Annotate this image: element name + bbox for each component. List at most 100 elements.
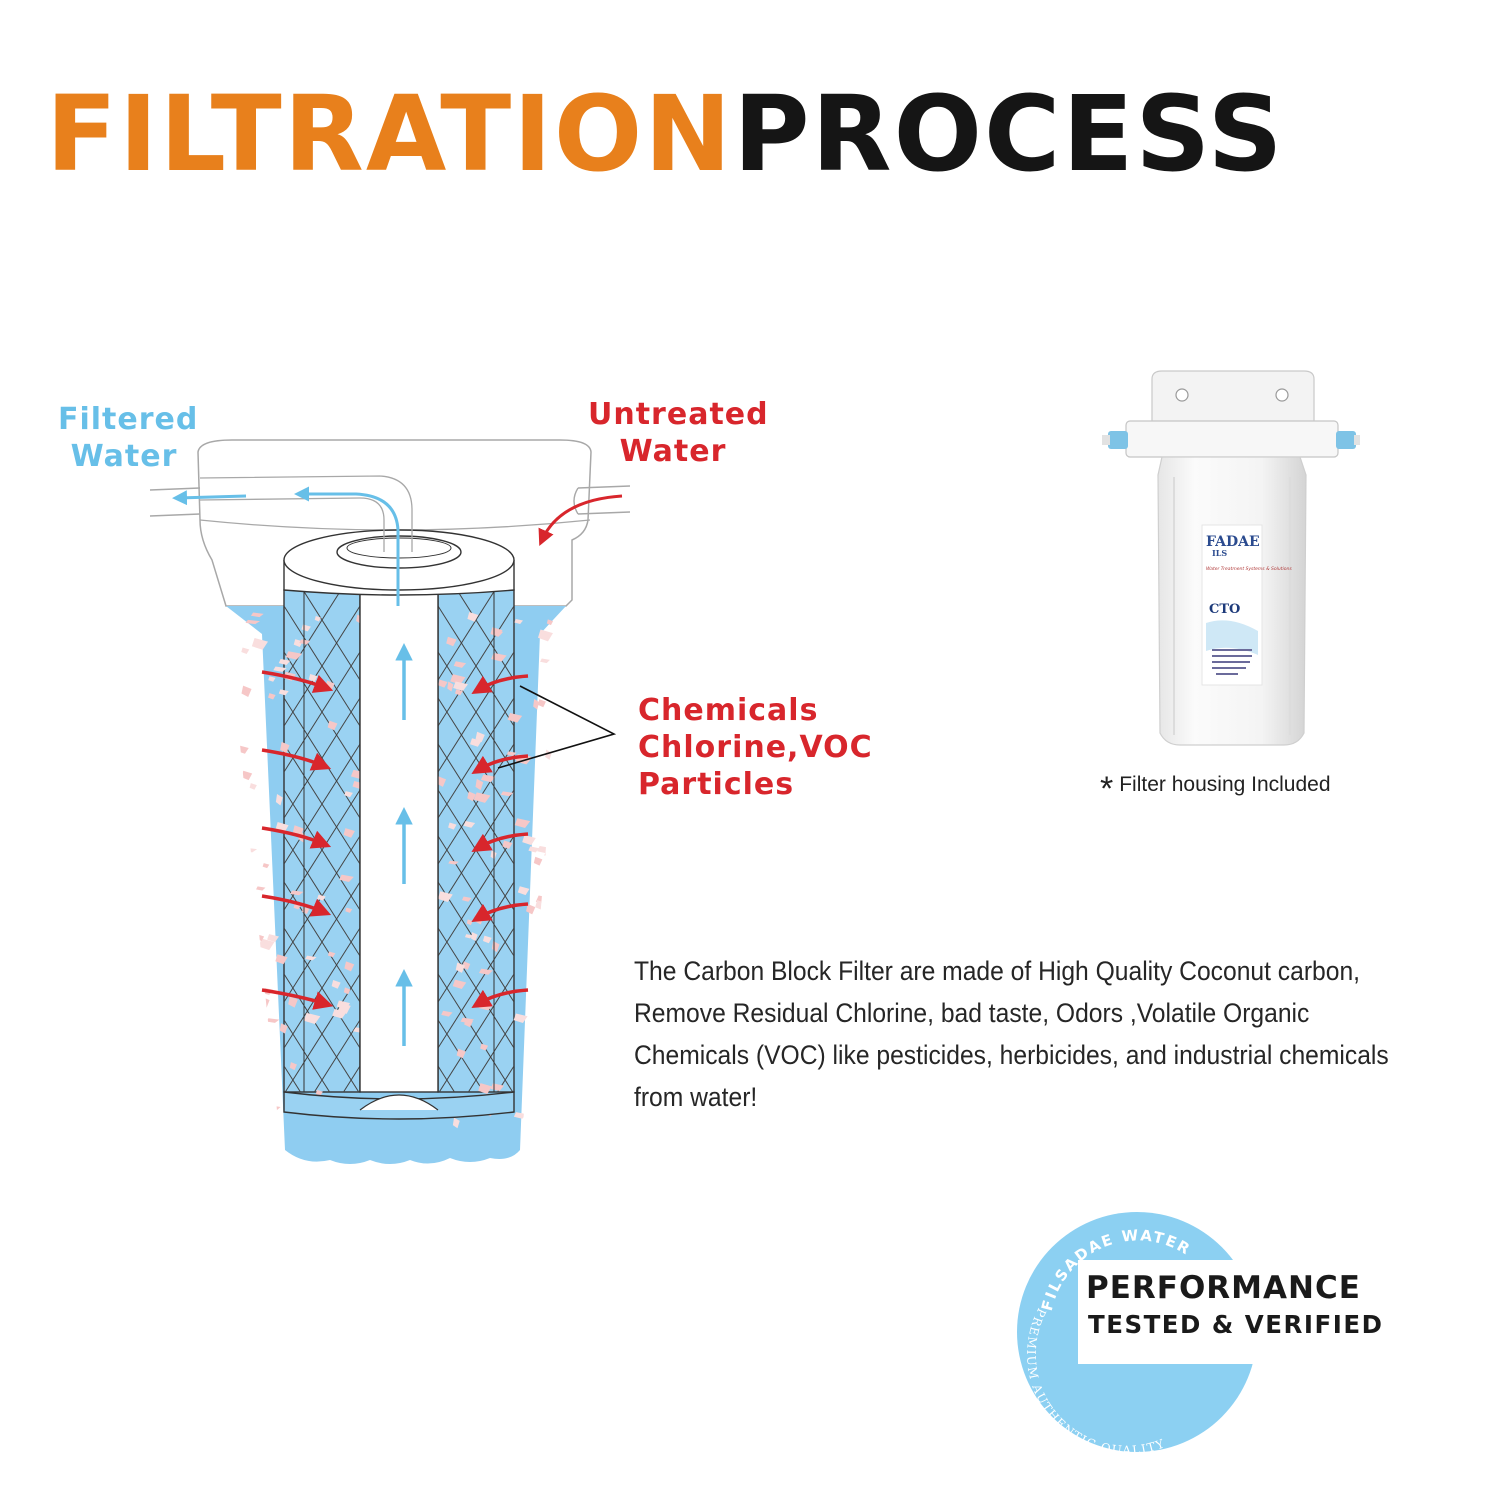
particle	[502, 840, 513, 849]
particle	[279, 1023, 288, 1034]
particle	[500, 791, 514, 797]
particle	[447, 681, 454, 692]
particle	[230, 799, 244, 807]
outlet-fitting	[1336, 431, 1356, 449]
particle	[339, 874, 354, 882]
particle	[267, 934, 279, 943]
filter-housing-image: FADAE ILS Water Treatment Systems & Solu…	[1102, 370, 1360, 746]
particle	[343, 987, 351, 995]
particle	[305, 955, 317, 961]
particle	[278, 689, 289, 696]
contaminants-label-line3: Particles	[638, 767, 795, 802]
badge-text-panel	[1078, 1260, 1404, 1364]
particle	[545, 954, 554, 965]
filtration-diagram	[149, 439, 631, 1164]
particle	[245, 619, 261, 625]
particle	[315, 1089, 323, 1096]
particle	[507, 712, 523, 723]
particle	[441, 1010, 453, 1017]
particle	[260, 1043, 268, 1049]
particle	[438, 679, 448, 688]
particle	[247, 988, 260, 1001]
particle	[331, 980, 341, 989]
particle	[268, 676, 276, 682]
particle	[448, 822, 457, 830]
particle	[470, 738, 482, 747]
particle	[480, 1043, 489, 1051]
particle	[526, 903, 536, 915]
particle	[242, 847, 258, 853]
particle	[237, 997, 249, 1007]
particle	[464, 934, 473, 939]
asterisk-icon: *	[1100, 770, 1114, 808]
particle	[344, 961, 355, 972]
housing-cap-band	[199, 519, 591, 531]
product-description: The Carbon Block Filter are made of High…	[634, 956, 1389, 1112]
particle	[466, 919, 473, 926]
particle	[463, 821, 476, 828]
particle	[239, 925, 255, 938]
particle	[506, 751, 517, 756]
particle	[256, 886, 266, 891]
particle	[290, 890, 304, 896]
particle	[241, 770, 253, 781]
particle	[241, 685, 252, 697]
filter-core	[359, 589, 439, 1093]
particle	[475, 778, 484, 791]
particle	[250, 612, 264, 618]
wall-bracket	[1151, 370, 1315, 424]
housing-included-note: *Filter housing Included	[1100, 770, 1331, 809]
particle	[299, 639, 311, 645]
particle	[456, 1048, 466, 1059]
particle	[275, 954, 288, 965]
particle	[522, 834, 536, 846]
badge-tested-text: TESTED & VERIFIED	[1088, 1310, 1384, 1339]
filtered-label-line2: Water	[70, 439, 178, 474]
outlet-tube	[199, 497, 385, 552]
label-small-text	[1212, 649, 1252, 675]
particle	[278, 659, 291, 665]
particle	[544, 935, 553, 942]
filtered-flow-line	[294, 486, 400, 606]
outlet-pipe	[149, 487, 201, 517]
particle	[245, 990, 261, 996]
particle	[480, 774, 496, 783]
particle	[523, 1127, 531, 1136]
particle	[452, 1117, 460, 1129]
particle	[332, 1008, 347, 1019]
particle	[546, 619, 554, 626]
particle	[280, 741, 290, 754]
particle	[344, 791, 353, 798]
filtered-water-label: Filtered Water	[58, 401, 197, 475]
untreated-label-line1: Untreated	[588, 397, 769, 432]
particle	[514, 618, 524, 624]
brand-logo: FADAE	[1206, 534, 1260, 550]
particle	[513, 1112, 527, 1119]
particle	[462, 961, 471, 970]
particle	[314, 616, 321, 622]
particle	[249, 783, 257, 790]
inlet-fitting	[1108, 431, 1128, 449]
particle	[436, 776, 447, 787]
particle	[528, 846, 540, 853]
particle	[446, 636, 457, 647]
particle	[327, 720, 338, 731]
particle	[268, 693, 276, 700]
particle	[540, 658, 550, 664]
particle	[273, 666, 287, 672]
particle	[540, 1029, 551, 1035]
untreated-water-label: Untreated Water	[588, 396, 769, 470]
particle	[450, 674, 466, 685]
particle	[343, 828, 355, 838]
particle	[289, 1062, 297, 1071]
particle	[327, 951, 336, 958]
particle	[237, 745, 249, 754]
title-process: PROCESS	[733, 73, 1285, 195]
particle	[258, 938, 275, 951]
brand-logo-sub: ILS	[1212, 548, 1227, 558]
page-title: FILTRATIONPROCESS	[46, 82, 1285, 186]
particle	[537, 699, 546, 708]
particle	[453, 661, 467, 668]
product-code: CTO	[1209, 602, 1240, 617]
particle	[482, 935, 492, 944]
